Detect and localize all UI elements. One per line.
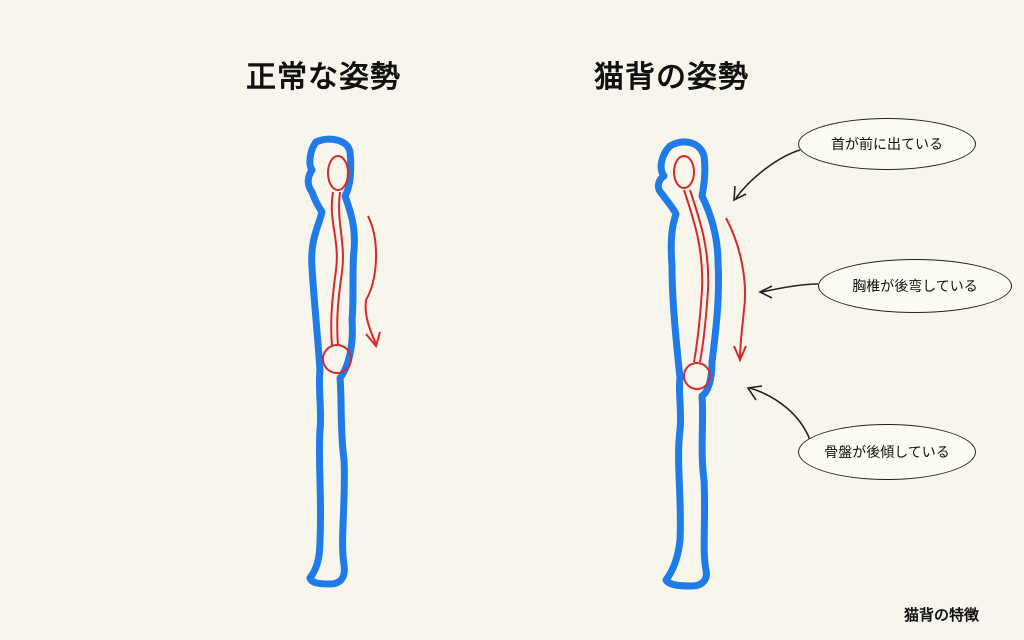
normal-spine-line (330, 191, 338, 347)
normal-curve-arrowhead (365, 331, 381, 349)
title-normal-posture: 正常な姿勢 (246, 60, 401, 95)
normal-spine-line-2 (336, 191, 344, 347)
caption: 猫背の特徴 (904, 606, 980, 624)
cat-head-marker (673, 155, 695, 189)
neck-pointer-arrowhead (733, 185, 747, 202)
cat-curve-arrow (725, 217, 747, 359)
cat-body-outline (654, 138, 723, 590)
normal-pelvis-marker (322, 344, 352, 374)
normal-body-outline (304, 135, 358, 588)
callout-neck-forward: 首が前に出ている (798, 118, 976, 170)
cat-pelvis-marker (683, 362, 711, 390)
title-cat-posture: 猫背の姿勢 (594, 60, 749, 95)
pelvis-pointer-arrowhead (746, 385, 763, 401)
callout-thoracic-text: 胸椎が後弯している (852, 279, 978, 295)
callout-neck-text: 首が前に出ている (831, 137, 943, 153)
callout-pelvis-tilt: 骨盤が後傾している (798, 424, 976, 480)
thoracic-pointer-arrowhead (758, 285, 773, 299)
cat-spine-line-2 (689, 189, 710, 363)
normal-curve-arrow (364, 215, 377, 345)
neck-pointer-arrow (735, 149, 801, 199)
callout-thoracic-kyphosis: 胸椎が後弯している (818, 259, 1012, 313)
cat-curve-arrowhead (733, 345, 747, 363)
normal-head-marker (327, 155, 349, 191)
cat-spine-line (683, 189, 704, 363)
callout-pelvis-text: 骨盤が後傾している (824, 445, 950, 461)
pelvis-pointer-arrow (749, 387, 811, 441)
thoracic-pointer-arrow (761, 283, 819, 293)
